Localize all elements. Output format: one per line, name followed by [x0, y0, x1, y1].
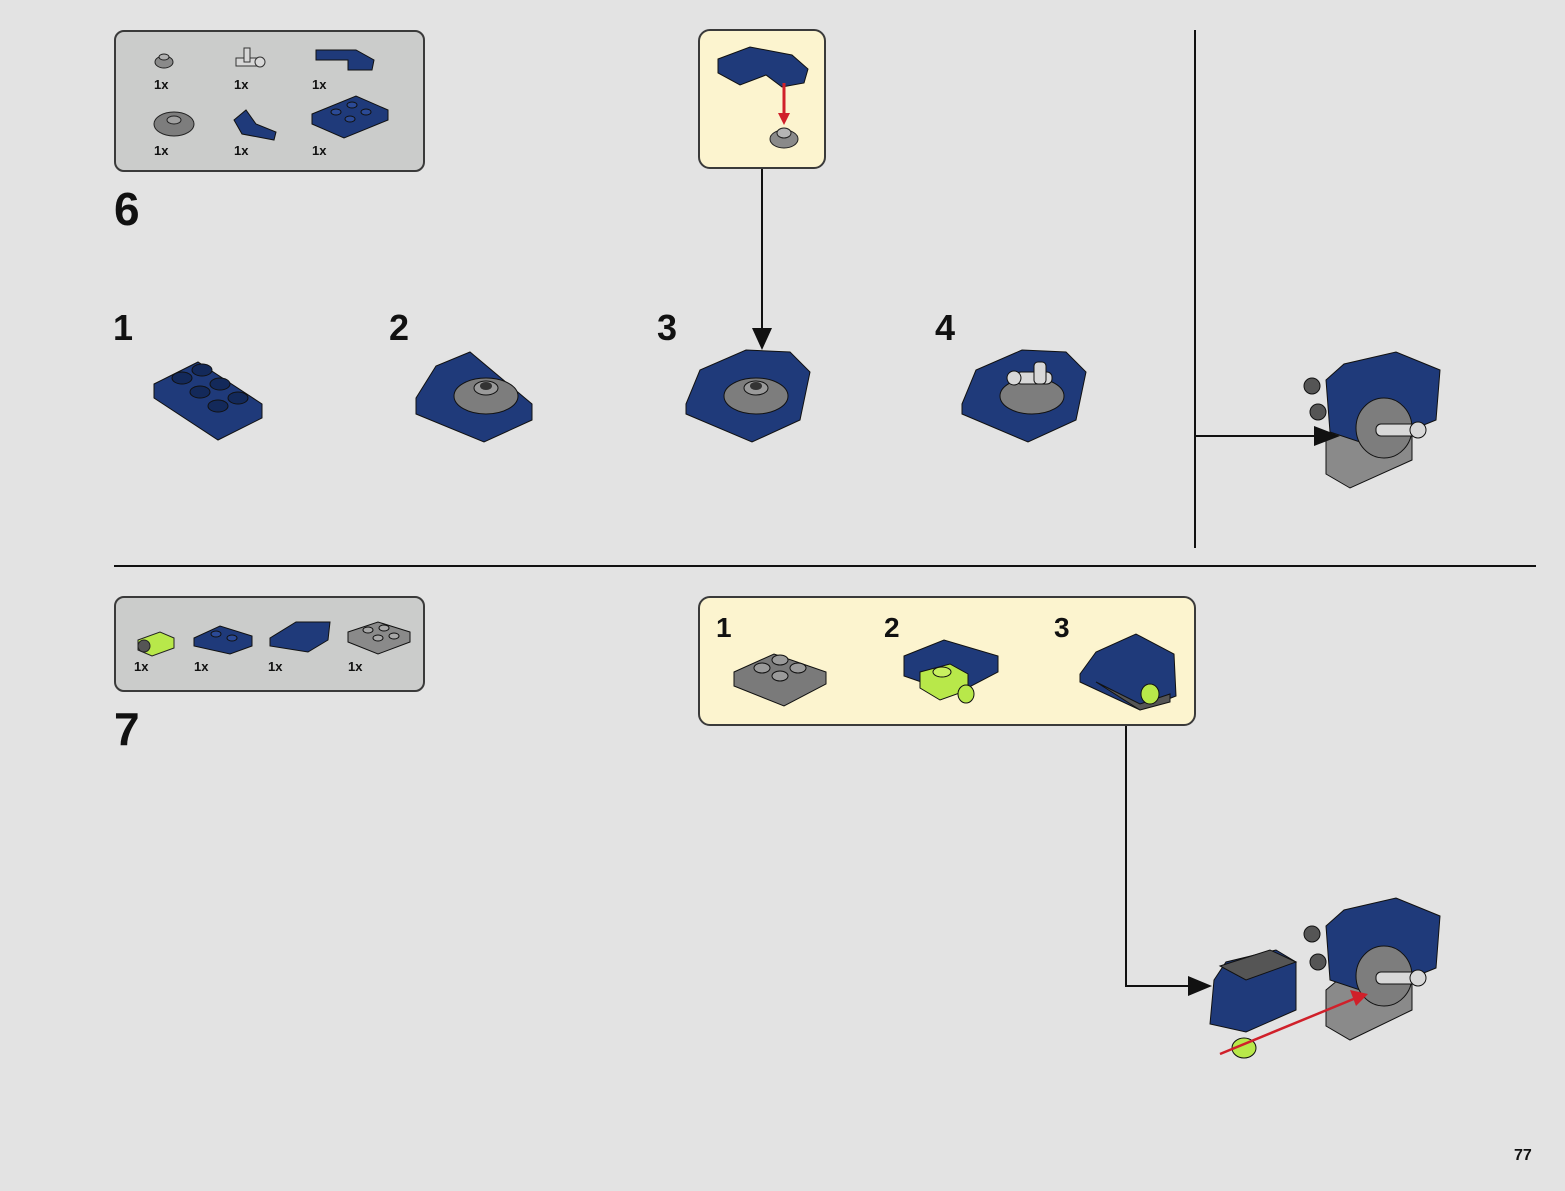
part-qty: 1x — [134, 659, 149, 674]
wheel-holder-icon — [137, 631, 175, 657]
part-qty: 1x — [154, 77, 169, 92]
part-qty: 1x — [154, 143, 169, 158]
plate-icon — [193, 625, 253, 655]
page-number: 77 — [1514, 1147, 1532, 1164]
model-substep-2 — [415, 351, 533, 443]
blue-lime-model — [903, 639, 999, 704]
step-number-6: 6 — [114, 183, 140, 235]
part-qty: 1x — [268, 659, 283, 674]
substep-number: 4 — [935, 307, 956, 348]
part-qty: 1x — [234, 143, 249, 158]
part-qty: 1x — [312, 143, 327, 158]
arrow-head-icon — [1314, 426, 1340, 446]
callout-illustration — [717, 46, 809, 149]
round-plate-1x1-icon — [154, 53, 174, 69]
parts-list-step-6: 1x 1x 1x 1x 1x 1x — [114, 30, 425, 172]
subassembly-callout-step-7: 1 2 3 — [698, 596, 1196, 726]
model-substep-3 — [685, 349, 811, 443]
wedge-plate-icon — [269, 621, 331, 653]
substep-number: 1 — [113, 307, 134, 348]
insertion-arrow-line — [1219, 996, 1357, 1056]
round-plate-2x2-icon — [153, 111, 195, 137]
subassembly-callout-step-6 — [698, 29, 826, 169]
arrow-head-icon — [1188, 976, 1212, 996]
part-qty: 1x — [312, 77, 327, 92]
substep-number: 3 — [657, 307, 678, 348]
wedge-model — [1079, 633, 1177, 711]
substep-number: 2 — [389, 307, 410, 348]
model-substep-4 — [961, 349, 1087, 443]
callout-illustration — [733, 633, 1177, 711]
part-qty: 1x — [194, 659, 209, 674]
step-number-7: 7 — [114, 703, 140, 755]
model-substep-1 — [153, 361, 263, 441]
arrow-head-icon — [1350, 990, 1368, 1006]
parts-icons — [153, 47, 389, 141]
part-qty: 1x — [234, 77, 249, 92]
parts-icons — [137, 621, 411, 657]
part-qty: 1x — [348, 659, 363, 674]
callout-substep-number: 1 — [716, 612, 732, 643]
gray-plate-model — [733, 653, 827, 707]
connector-line — [1125, 726, 1194, 987]
callout-substep-number: 3 — [1054, 612, 1070, 643]
parts-list-step-7: 1x 1x 1x 1x — [114, 596, 425, 692]
model-step-7-result — [1303, 897, 1441, 1041]
plate-2x2-icon — [347, 621, 411, 655]
callout-substep-number: 2 — [884, 612, 900, 643]
model-step-7-subassembly — [1209, 949, 1298, 1059]
model-step-6-result — [1303, 351, 1441, 489]
arrow-head-icon — [752, 328, 772, 350]
wedge-plate-icon — [315, 49, 375, 71]
plate-2x3-icon — [311, 95, 389, 139]
bar-holder-icon — [235, 47, 266, 68]
wedge-icon — [233, 109, 277, 141]
